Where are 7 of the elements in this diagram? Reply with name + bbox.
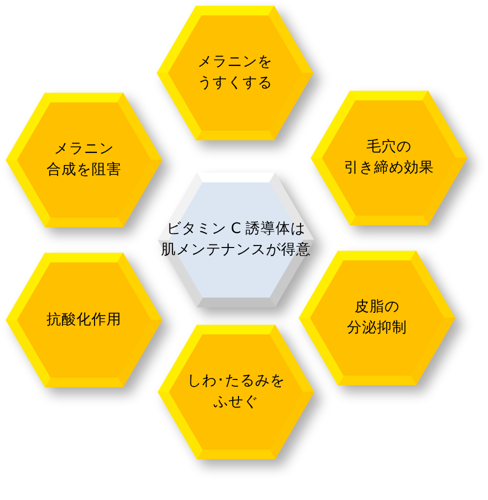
node-text: 毛穴の引き締め効果: [344, 138, 434, 178]
node-text: 皮脂の分泌抑制: [347, 298, 407, 338]
node-text: メラニン合成を阻害: [46, 140, 122, 180]
node-text: しわ･たるみをふせぐ: [187, 372, 285, 412]
node-text: 抗酸化作用: [46, 310, 122, 330]
node-text: ビタミン C 誘導体は肌メンテナンスが得意: [161, 220, 311, 260]
node-text: メラニンをうすくする: [198, 53, 272, 93]
